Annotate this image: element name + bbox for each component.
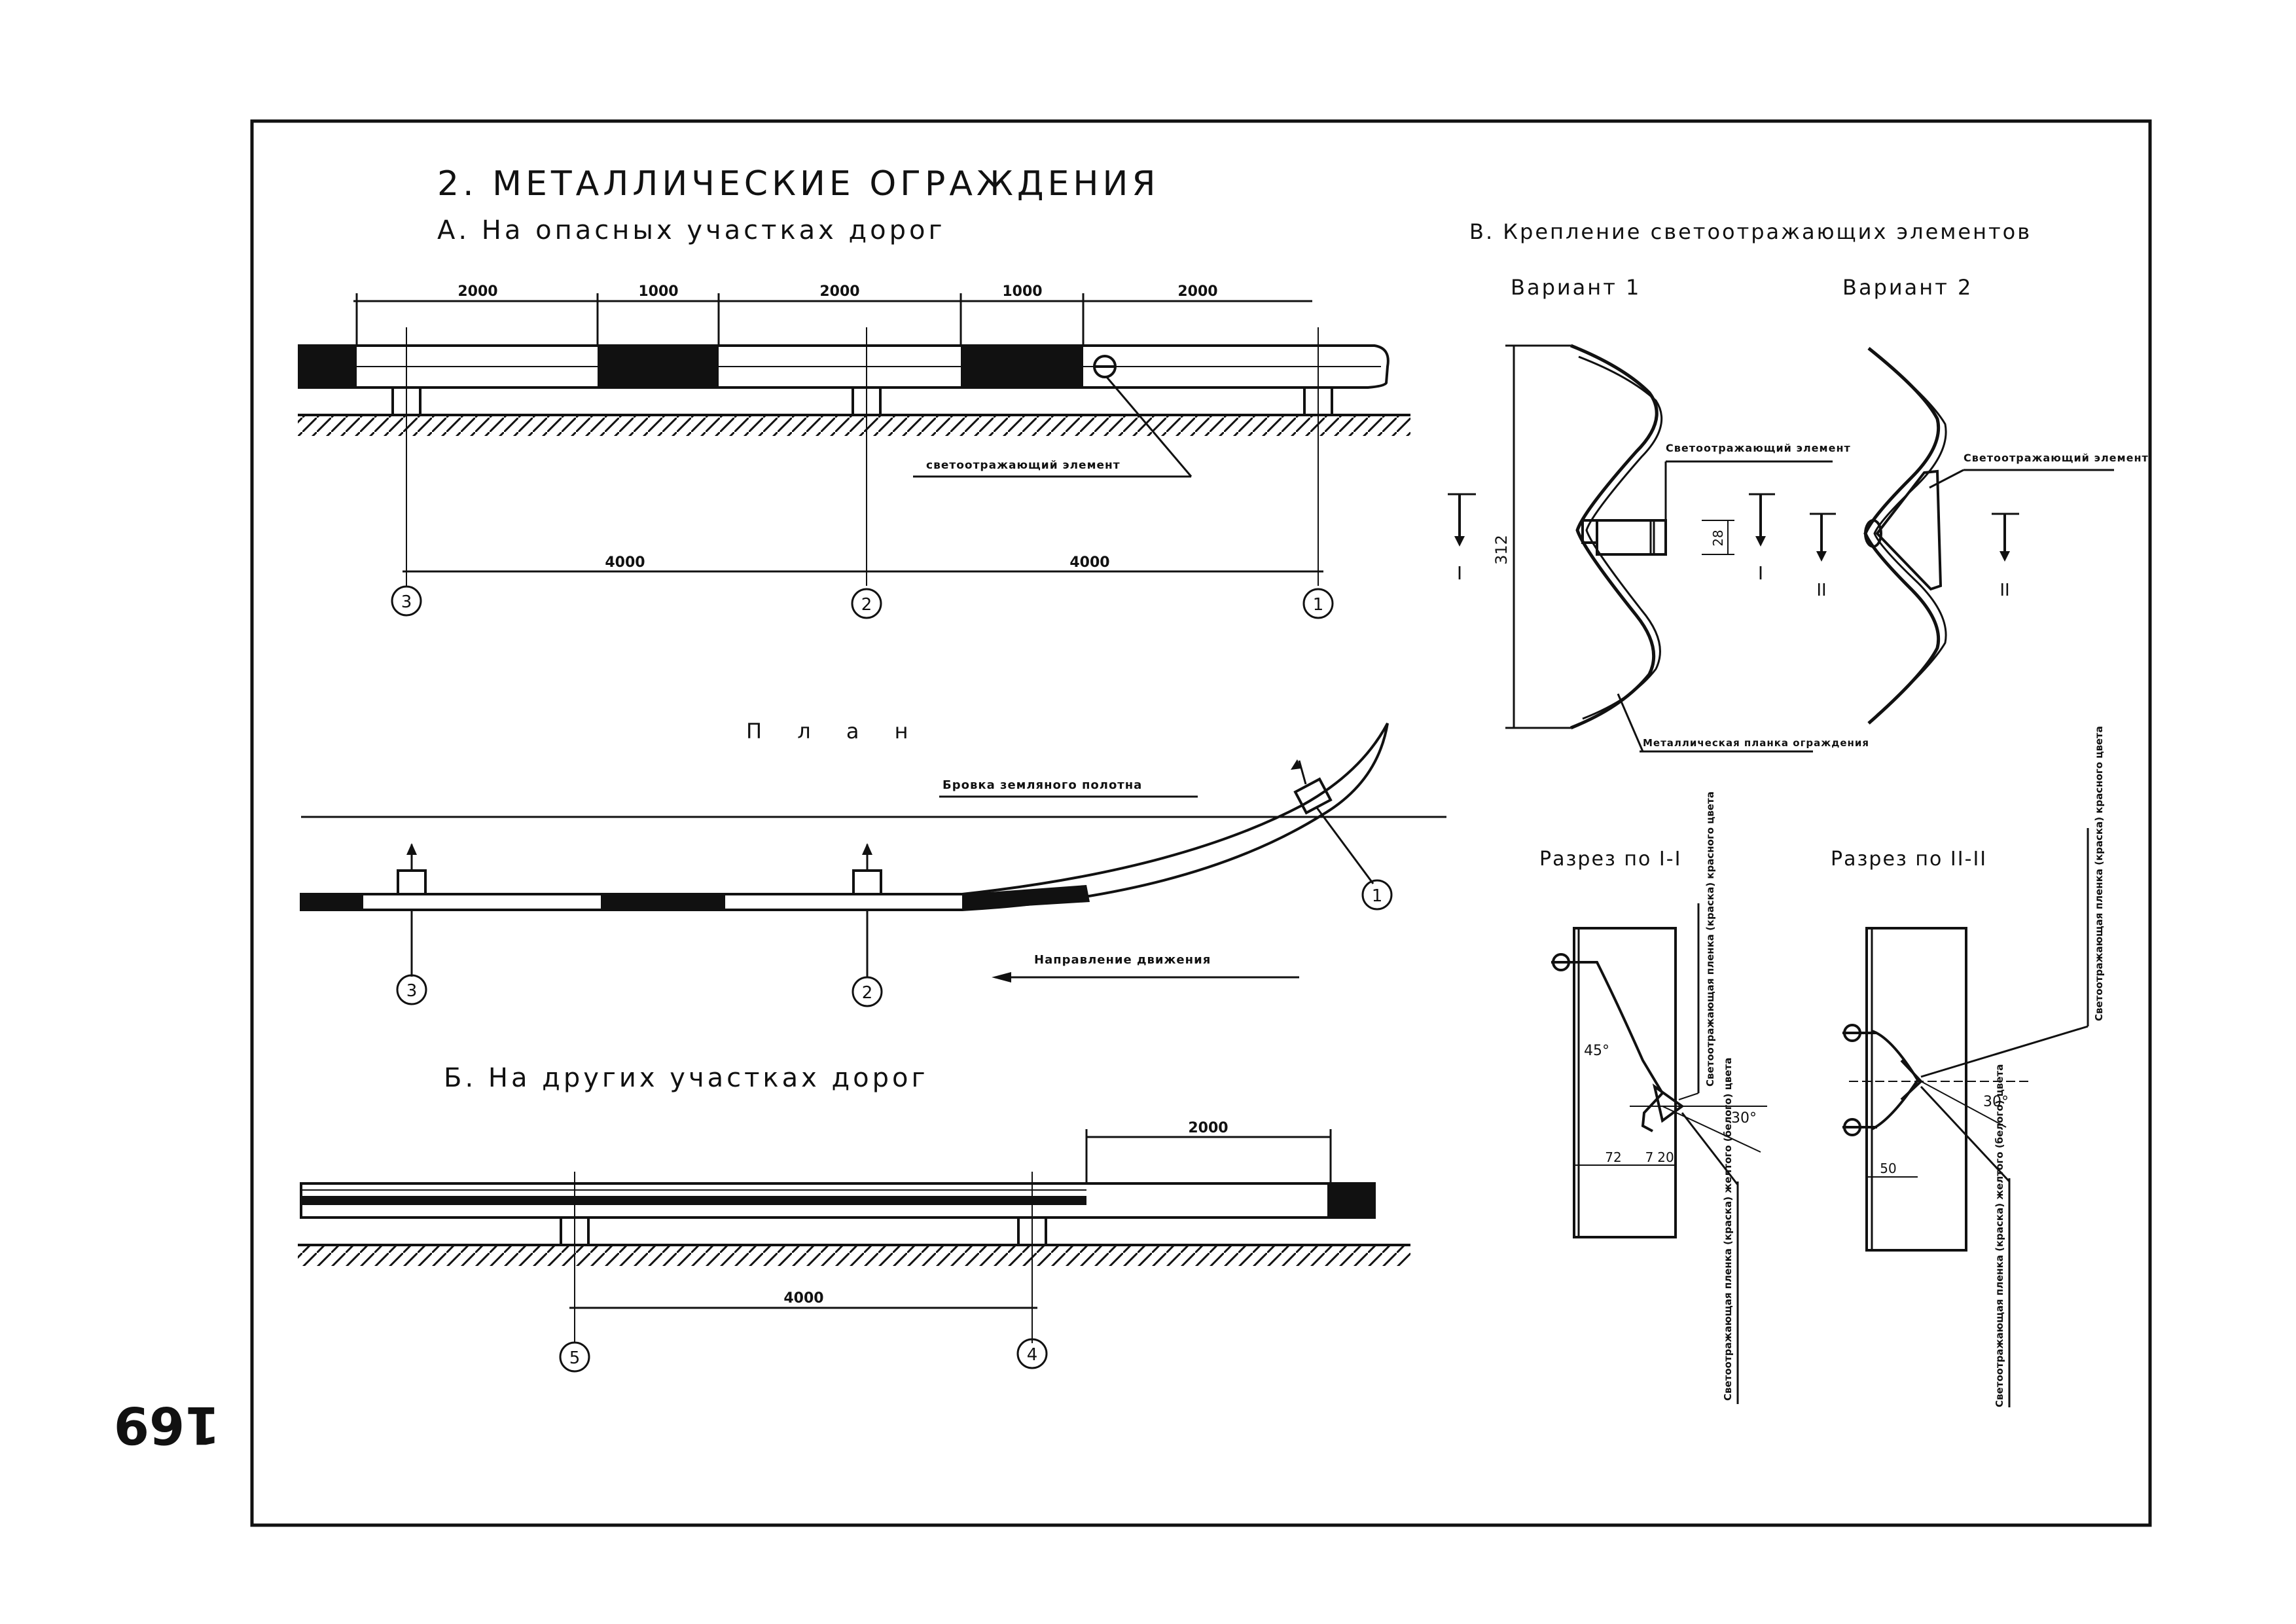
post-label-a-1: 1	[1313, 595, 1324, 615]
dim-b-top: 2000	[1188, 1120, 1228, 1136]
dim-72: 72	[1605, 1149, 1621, 1165]
dim-a-2: 1000	[638, 283, 678, 300]
page-number: 169	[114, 1395, 221, 1454]
variant-2-title: Вариант 2	[1842, 275, 1973, 300]
edge-label: Бровка земляного полотна	[942, 778, 1142, 792]
cut-mark-i-left: I	[1457, 562, 1462, 584]
callout-element-v2: Светоотражающий элемент	[1964, 452, 2149, 464]
post-label-a-3: 3	[401, 592, 412, 612]
dim-a-5: 2000	[1177, 283, 1217, 300]
note-yellow-cut1: Светоотражающая пленка (краска) желтого …	[1722, 1058, 1734, 1401]
plan-title: П л а н	[746, 719, 923, 744]
cut-2-title: Разрез по II-II	[1831, 848, 1987, 871]
variant-1-title: Вариант 1	[1511, 275, 1641, 300]
reflector-a	[1093, 355, 1117, 378]
dim-20: 20	[1657, 1149, 1674, 1165]
dim-a-4: 1000	[1002, 283, 1042, 300]
dim-a-spacing-2: 4000	[1069, 554, 1109, 571]
cut-mark-ii-left: II	[1816, 581, 1826, 600]
callout-reflector-a: светоотражающий элемент	[926, 459, 1121, 472]
note-red-cut1: Светоотражающая пленка (краска) красного…	[1704, 791, 1716, 1087]
sheet-frame	[250, 119, 2152, 1527]
post-label-plan-2: 2	[862, 983, 873, 1003]
cut-1-title: Разрез по I-I	[1539, 848, 1681, 871]
section-v-title: В. Крепление светоотражающих элементов	[1469, 219, 2032, 244]
element-dim-28: 28	[1710, 530, 1726, 546]
section-b-title: Б. На других участках дорог	[444, 1063, 928, 1093]
angle-30-cut2: 30°	[1983, 1094, 2009, 1110]
dim-7: 7	[1645, 1149, 1654, 1165]
direction-label: Направление движения	[1034, 953, 1211, 967]
note-yellow-cut2: Светоотражающая пленка (краска) желтого …	[1994, 1064, 2005, 1407]
dim-a-1: 2000	[457, 283, 497, 300]
post-label-plan-1: 1	[1372, 886, 1383, 906]
note-red-cut2: Светоотражающая пленка (краска) красного…	[2093, 726, 2105, 1021]
variant-2-drawing: Вариант 2 Светоотражающий элемент II II	[1810, 275, 2149, 725]
section-a-elevation: 2000 1000 2000 1000 2000 светоотражающий…	[298, 283, 1410, 619]
callout-plank: Металлическая планка ограждения	[1643, 737, 1869, 749]
angle-30-cut1: 30°	[1731, 1110, 1757, 1127]
cut-2-drawing: Разрез по II-II 30° 50 Светоотражающая п…	[1831, 726, 2105, 1407]
post-label-plan-3: 3	[406, 981, 418, 1001]
dim-b-spacing: 4000	[783, 1290, 823, 1307]
section-a-title: А. На опасных участках дорог	[437, 215, 946, 245]
cut-mark-ii-right: II	[2000, 581, 2009, 600]
dim-a-spacing-1: 4000	[605, 554, 645, 571]
post-label-b-5: 5	[569, 1348, 581, 1368]
section-b-elevation: Б. На других участках дорог 2000 4000 5 …	[298, 1063, 1410, 1373]
main-heading: 2. МЕТАЛЛИЧЕСКИЕ ОГРАЖДЕНИЯ	[437, 164, 1160, 204]
plan-view: П л а н Бровка земляного полотна 3 2 1 Н…	[300, 719, 1446, 1007]
angle-45: 45°	[1584, 1043, 1609, 1059]
cut-mark-i-right: I	[1758, 562, 1763, 584]
variant-1-drawing: Вариант 1 312 Светоотражающий элемент 28…	[1448, 275, 1869, 753]
dim-a-3: 2000	[819, 283, 859, 300]
cut-1-drawing: Разрез по I-I 45° 30° 72 7 20 Светоотраж…	[1539, 791, 1767, 1404]
dim-50: 50	[1880, 1161, 1896, 1176]
height-dim-312: 312	[1492, 535, 1511, 565]
callout-element-v1: Светоотражающий элемент	[1666, 442, 1851, 454]
post-label-a-2: 2	[861, 595, 872, 615]
post-label-b-4: 4	[1027, 1345, 1038, 1365]
